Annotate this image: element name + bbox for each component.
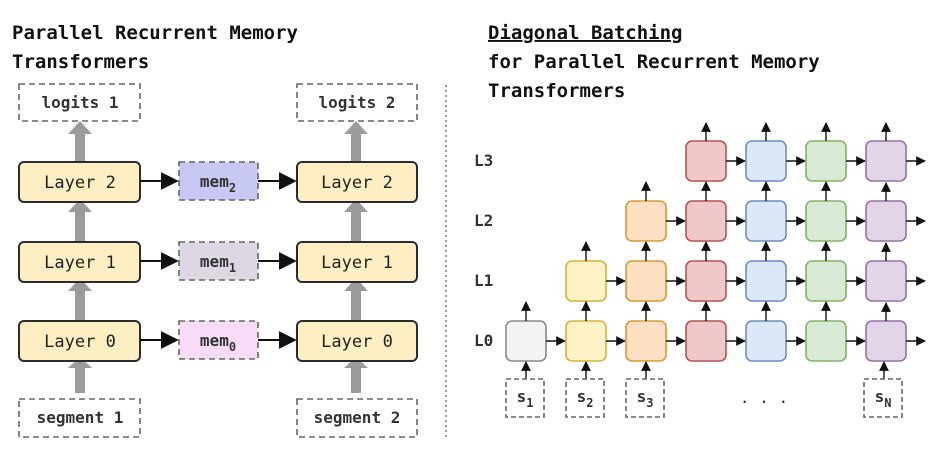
mem-0-box [178, 320, 259, 360]
segment-input-n: sN [863, 378, 903, 418]
segment-input-2-label: s2 [577, 387, 594, 410]
segment-box-1: segment 1 [18, 398, 141, 438]
flow-arrow-col1 [68, 121, 92, 393]
logits-box-1: logits 1 [18, 83, 141, 122]
left-title-line2: Transformers [12, 51, 149, 73]
layer-row-2: Layer 2 mem2 Layer 2 [18, 161, 418, 203]
mem-1-label: mem1 [200, 252, 236, 275]
logits-label-2: logits 2 [318, 93, 395, 112]
right-title-line2: for Parallel Recurrent Memory [488, 51, 820, 73]
layer-0-label-col1: Layer 0 [44, 332, 116, 352]
layer-0-label-col2: Layer 0 [321, 332, 393, 352]
cell-l1-col2 [625, 260, 667, 302]
right-panel: Diagonal Batching for Parallel Recurrent… [474, 22, 926, 418]
cell-l0-col1 [565, 320, 607, 362]
cell-l3-col4 [745, 140, 787, 182]
cell-l0-col5 [805, 320, 847, 362]
layer-row-0: Layer 0 mem0 Layer 0 [18, 320, 418, 362]
cell-l3-col6 [865, 140, 907, 182]
segment-input-2: s2 [565, 378, 605, 418]
layer-1-box-col2 [296, 241, 418, 283]
layer-rows: Layer 2 mem2 Layer 2 Layer 1 mem1 Layer … [18, 161, 418, 362]
segment-input-3: s3 [625, 378, 665, 418]
segment-ellipsis: . . . [740, 388, 788, 407]
cell-l1-col5 [805, 260, 847, 302]
left-panel: Parallel Recurrent Memory Transformers l… [12, 22, 418, 438]
right-title-line3: Transformers [488, 80, 625, 102]
mem-1-box [178, 241, 259, 281]
segment-input-n-label: sN [875, 387, 892, 410]
cell-l3-col5 [805, 140, 847, 182]
logits-label-1: logits 1 [41, 93, 118, 112]
right-title-line1: Diagonal Batching [488, 22, 682, 44]
diagonal-grid [505, 122, 926, 379]
cell-l0-col0 [505, 320, 547, 362]
cell-l0-col4 [745, 320, 787, 362]
segment-box-2: segment 2 [296, 398, 418, 438]
row-label-l1: L1 [474, 271, 493, 290]
cell-l0-col6 [865, 320, 907, 362]
cell-l1-col4 [745, 260, 787, 302]
logits-box-2: logits 2 [296, 83, 418, 122]
cell-l2-col5 [805, 200, 847, 242]
layer-2-box-col2 [296, 161, 418, 203]
row-label-l0: L0 [474, 331, 493, 350]
segment-label-1: segment 1 [37, 408, 124, 427]
mem-0-label: mem0 [200, 331, 236, 354]
cell-l1-col6 [865, 260, 907, 302]
layer-0-box-col2 [296, 320, 418, 362]
cell-l3-col3 [685, 140, 727, 182]
flow-arrow-col2 [344, 121, 368, 393]
row-label-l3: L3 [474, 151, 493, 170]
cell-l2-col4 [745, 200, 787, 242]
left-flow-arrows [68, 121, 368, 393]
segment-input-3-label: s3 [637, 387, 654, 410]
cell-l2-col2 [625, 200, 667, 242]
mem-2-box [178, 161, 259, 201]
cell-l2-col3 [685, 200, 727, 242]
layer-1-label-col2: Layer 1 [321, 253, 393, 273]
cell-l1-col1 [565, 260, 607, 302]
cell-l2-col6 [865, 200, 907, 242]
layer-2-label-col2: Layer 2 [321, 173, 393, 193]
layer-row-1: Layer 1 mem1 Layer 1 [18, 241, 418, 283]
cell-l0-col2 [625, 320, 667, 362]
mem-2-label: mem2 [200, 172, 236, 195]
segment-input-1-label: s1 [517, 387, 534, 410]
segment-label-2: segment 2 [314, 408, 401, 427]
layer-1-label-col1: Layer 1 [44, 253, 116, 273]
cell-l0-col3 [685, 320, 727, 362]
cell-l1-col3 [685, 260, 727, 302]
left-title-line1: Parallel Recurrent Memory [12, 22, 298, 44]
row-label-l2: L2 [474, 211, 493, 230]
segment-input-1: s1 [505, 378, 545, 418]
layer-2-label-col1: Layer 2 [44, 173, 116, 193]
